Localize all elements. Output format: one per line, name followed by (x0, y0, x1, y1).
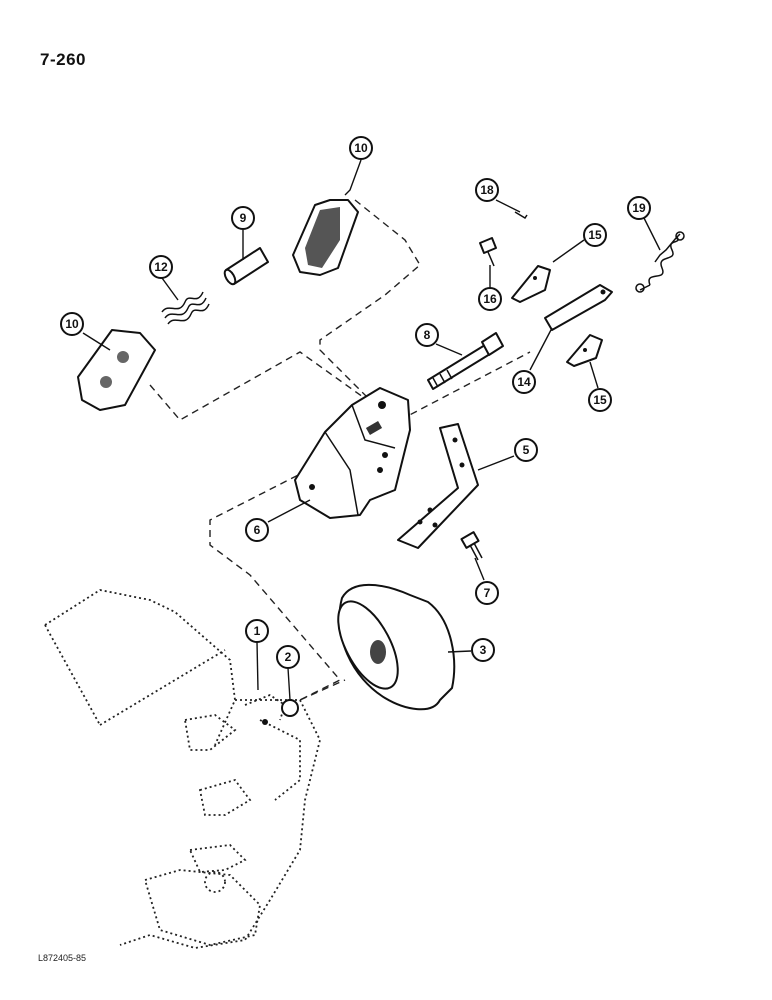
svg-text:3: 3 (480, 643, 487, 657)
part-10-lower-brake-pad (77, 329, 156, 411)
part-18-cotter-pin (514, 211, 528, 220)
svg-text:7: 7 (484, 586, 491, 600)
part-7-bolt (460, 531, 483, 561)
callout-14: 14 (512, 370, 536, 394)
callout-5: 5 (514, 438, 538, 462)
part-14-link (544, 284, 613, 331)
callout-16: 16 (478, 287, 502, 311)
svg-text:16: 16 (483, 292, 497, 306)
part-19-spring (635, 231, 685, 293)
part-3-brake-disc (337, 583, 456, 711)
callout-8: 8 (415, 323, 439, 347)
svg-text:15: 15 (588, 228, 602, 242)
callout-9: 9 (231, 206, 255, 230)
callout-1: 1 (245, 619, 269, 643)
svg-text:12: 12 (154, 260, 168, 274)
svg-text:8: 8 (424, 328, 431, 342)
callout-12: 12 (149, 255, 173, 279)
callout-15-lower: 15 (588, 388, 612, 412)
callout-2: 2 (276, 645, 300, 669)
part-6-caliper-bracket (294, 387, 411, 519)
leader-lines (82, 159, 661, 701)
assembly-guide-lines (149, 199, 531, 701)
callouts: 10 9 12 10 18 16 15 19 8 14 15 5 6 7 3 1… (60, 136, 651, 669)
svg-text:10: 10 (354, 141, 368, 155)
callout-10-upper: 10 (349, 136, 373, 160)
part-15-upper-plate (511, 265, 551, 303)
svg-text:5: 5 (523, 443, 530, 457)
svg-text:2: 2 (285, 650, 292, 664)
callout-6: 6 (245, 518, 269, 542)
svg-text:14: 14 (517, 375, 531, 389)
svg-text:9: 9 (240, 211, 247, 225)
callout-3: 3 (471, 638, 495, 662)
part-9-sleeve (223, 247, 269, 286)
figure-code: L872405-85 (38, 953, 87, 963)
svg-text:10: 10 (65, 317, 79, 331)
part-5-plate (397, 423, 479, 549)
part-15-lower-plate (566, 334, 603, 367)
callout-15-upper: 15 (583, 223, 607, 247)
part-16-pin (479, 237, 497, 267)
part-8-long-bolt (427, 332, 504, 390)
svg-text:6: 6 (254, 523, 261, 537)
svg-text:19: 19 (632, 201, 646, 215)
svg-text:15: 15 (593, 393, 607, 407)
callout-18: 18 (475, 178, 499, 202)
callout-10-lower: 10 (60, 312, 84, 336)
part-10-upper-brake-pad (292, 199, 359, 276)
callout-19: 19 (627, 196, 651, 220)
svg-text:18: 18 (480, 183, 494, 197)
svg-text:1: 1 (254, 624, 261, 638)
transmission-housing (44, 589, 321, 949)
page-number: 7-260 (40, 50, 86, 69)
part-12-spring (161, 291, 210, 325)
callout-7: 7 (475, 581, 499, 605)
